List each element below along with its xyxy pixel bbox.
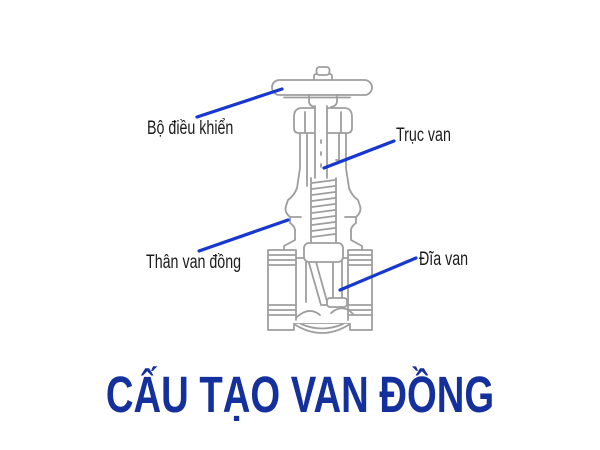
bonnet bbox=[283, 132, 363, 251]
packing-nut bbox=[293, 107, 353, 134]
handwheel bbox=[271, 66, 373, 108]
label-valve-body: Thân van đồng bbox=[146, 252, 242, 273]
valve-disc bbox=[305, 260, 348, 308]
leader-line-stem bbox=[322, 139, 396, 170]
label-valve-stem: Trục van bbox=[396, 125, 451, 146]
diagram-title: CẤU TẠO VAN ĐỒNG bbox=[105, 366, 495, 423]
valve-body bbox=[267, 249, 373, 334]
leader-line-body bbox=[197, 218, 290, 253]
label-valve-disc: Đĩa van bbox=[419, 249, 469, 270]
threaded-spindle bbox=[310, 177, 337, 243]
leader-line-control-unit bbox=[195, 87, 284, 119]
leader-line-disc bbox=[338, 256, 418, 292]
label-control-unit: Bộ điều khiển bbox=[147, 118, 234, 139]
gland bbox=[303, 242, 344, 263]
